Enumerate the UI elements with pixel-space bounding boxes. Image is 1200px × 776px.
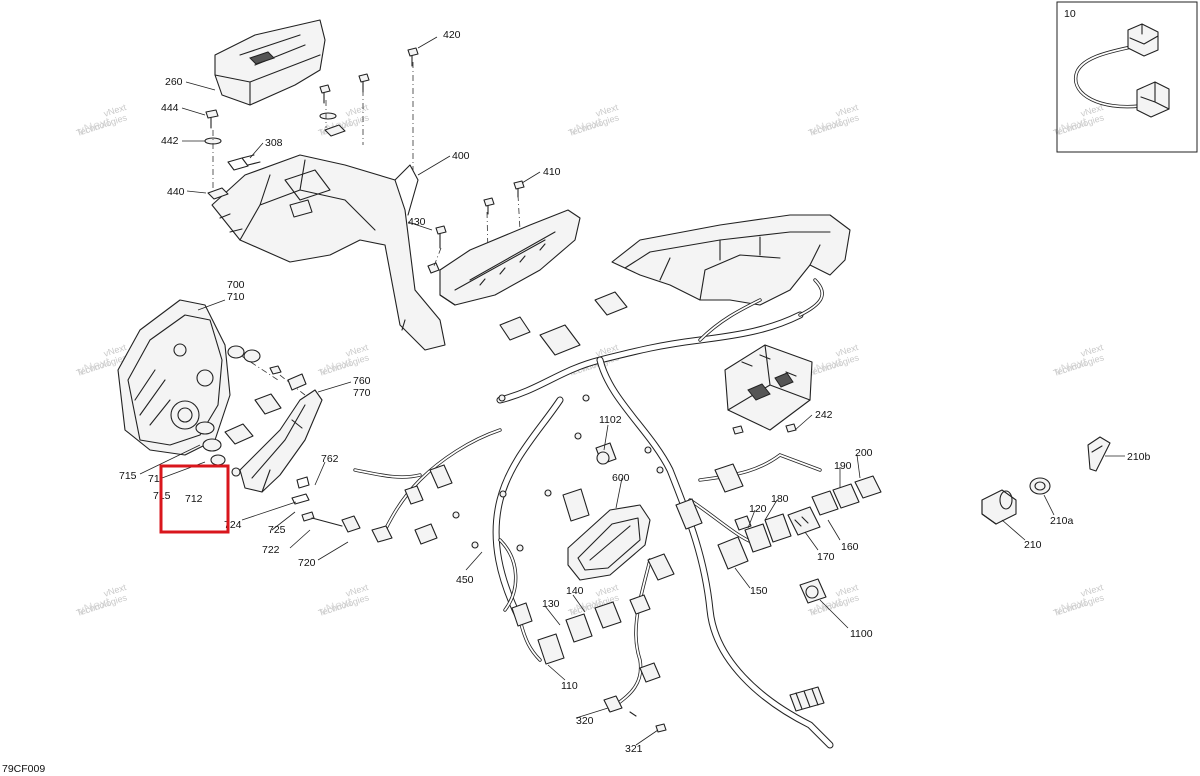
wiring-harness[interactable] — [353, 278, 834, 749]
ignition-210[interactable] — [981, 436, 1111, 525]
callout-444[interactable]: 444 — [161, 102, 179, 114]
lower-connectors[interactable] — [511, 594, 667, 733]
callout-420[interactable]: 420 — [443, 29, 461, 41]
callout-714[interactable]: 71 — [148, 473, 160, 485]
callout-180[interactable]: 180 — [771, 493, 789, 505]
frame-top-right[interactable] — [611, 214, 851, 306]
callout-321[interactable]: 321 — [625, 743, 643, 755]
callout-1102[interactable]: 1102 — [599, 414, 622, 426]
callout-770[interactable]: 770 — [353, 387, 371, 399]
callout-712[interactable]: 712 — [185, 493, 203, 505]
callout-400[interactable]: 400 — [452, 150, 470, 162]
callout-10[interactable]: 10 — [1064, 8, 1076, 20]
gauge-600[interactable] — [567, 504, 651, 581]
inset-frame — [1056, 1, 1198, 153]
callout-722[interactable]: 722 — [262, 544, 280, 556]
headlight-hardware[interactable] — [195, 345, 307, 477]
callout-170[interactable]: 170 — [817, 551, 835, 563]
callout-120[interactable]: 120 — [749, 503, 767, 515]
relay-module-242[interactable] — [724, 344, 813, 435]
callout-140[interactable]: 140 — [566, 585, 584, 597]
callout-210[interactable]: 210 — [1024, 539, 1042, 551]
callout-320[interactable]: 320 — [576, 715, 594, 727]
diagram-code: 79CF009 — [2, 763, 45, 775]
callout-242[interactable]: 242 — [815, 409, 833, 421]
callout-308[interactable]: 308 — [265, 137, 283, 149]
callout-260[interactable]: 260 — [165, 76, 183, 88]
callout-710[interactable]: 710 — [227, 291, 245, 303]
bracket-400[interactable] — [211, 154, 446, 351]
headlight-700[interactable] — [117, 299, 231, 456]
callout-720[interactable]: 720 — [298, 557, 316, 569]
callout-190[interactable]: 190 — [834, 460, 852, 472]
callout-442[interactable]: 442 — [161, 135, 179, 147]
callout-labels: 420 260 444 442 308 440 400 410 430 700 … — [119, 8, 1151, 755]
leader-lines — [139, 36, 1125, 746]
callout-450[interactable]: 450 — [456, 574, 474, 586]
callout-760[interactable]: 760 — [353, 375, 371, 387]
callout-762[interactable]: 762 — [321, 453, 339, 465]
callout-410[interactable]: 410 — [543, 166, 561, 178]
callout-715[interactable]: 715 — [119, 470, 137, 482]
inset-part-10[interactable] — [1056, 1, 1198, 153]
callout-130[interactable]: 130 — [542, 598, 560, 610]
cover-260[interactable] — [214, 19, 326, 106]
small-screws[interactable] — [452, 394, 664, 552]
harness-connectors[interactable] — [371, 291, 825, 712]
callout-210b[interactable]: 210b — [1127, 451, 1151, 463]
hardware-440-442-444-308[interactable] — [204, 47, 447, 274]
callout-440[interactable]: 440 — [167, 186, 185, 198]
callout-150[interactable]: 150 — [750, 585, 768, 597]
callout-110[interactable]: 110 — [561, 680, 578, 692]
callout-160[interactable]: 160 — [841, 541, 859, 553]
bracket-410[interactable] — [439, 180, 581, 306]
callout-725[interactable]: 725 — [268, 524, 286, 536]
callout-1100[interactable]: 1100 — [850, 628, 873, 640]
callout-600[interactable]: 600 — [612, 472, 630, 484]
callout-210a[interactable]: 210a — [1050, 515, 1074, 527]
callout-700[interactable]: 700 — [227, 279, 245, 291]
callout-430[interactable]: 430 — [408, 216, 426, 228]
highlight-box — [159, 464, 230, 534]
callout-200[interactable]: 200 — [855, 447, 873, 459]
switch-cluster[interactable] — [717, 475, 882, 604]
headlight-760[interactable] — [239, 389, 361, 533]
